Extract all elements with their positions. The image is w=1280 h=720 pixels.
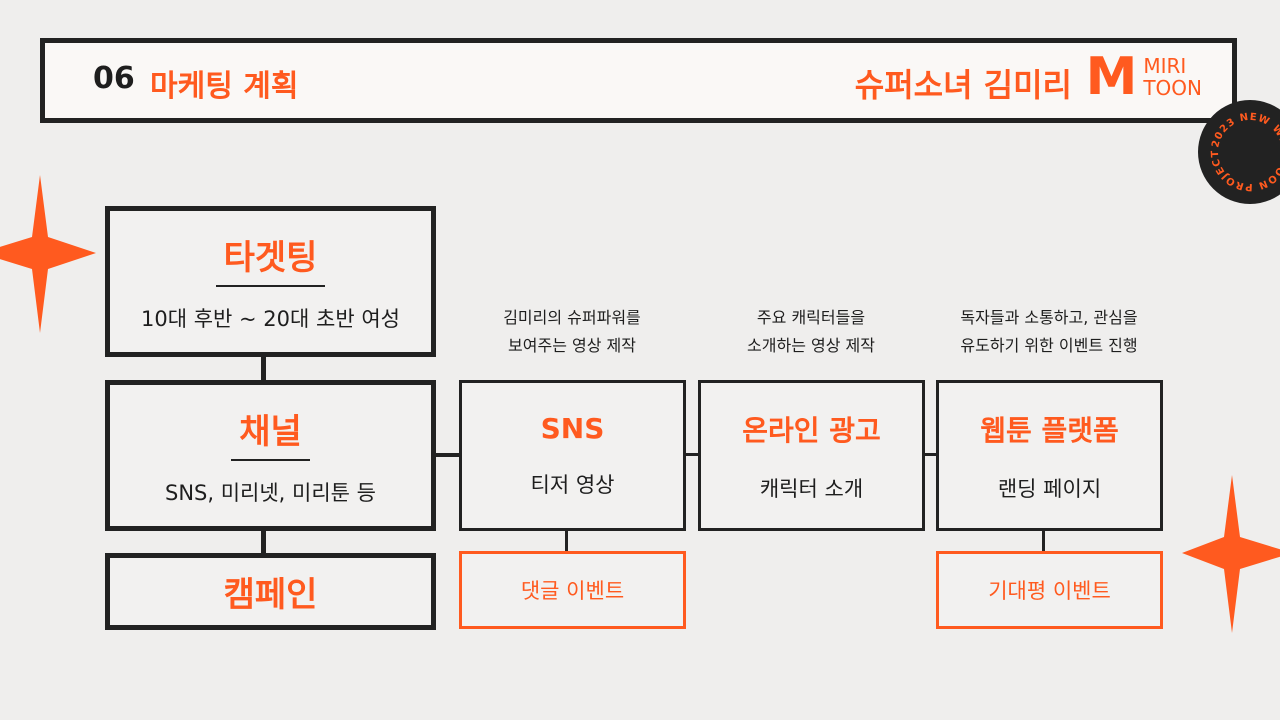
connector [435,453,460,457]
caption-line: 독자들과 소통하고, 관심을 [960,308,1138,327]
box-sub: SNS, 미리넷, 미리툰 등 [165,481,376,505]
connector [1042,530,1045,552]
online-ad-box: 온라인 광고 캐릭터 소개 [698,380,925,531]
targeting-box: 타겟팅 10대 후반 ~ 20대 초반 여성 [105,206,436,357]
connector [261,528,266,555]
logo-text: TOON [1143,76,1202,100]
box-title: 채널 [231,404,310,461]
box-title: 타겟팅 [215,230,326,287]
box-title: 온라인 광고 [742,413,881,447]
caption-line: 소개하는 영상 제작 [747,336,875,355]
star-icon [0,175,96,333]
campaign-box: 캠페인 [105,553,436,630]
box-title: 캠페인 [223,575,318,615]
connector [261,356,266,382]
caption-line: 주요 캐릭터들을 [756,308,866,327]
connector [684,453,699,456]
section-number: 06 [93,61,135,96]
review-event-box: 기대평 이벤트 [936,551,1163,629]
event-label: 댓글 이벤트 [520,579,625,603]
section-title: 마케팅 계획 [150,69,299,104]
box-sub: 캐릭터 소개 [759,476,864,501]
connector [922,453,937,456]
connector [565,530,568,552]
box-sub: 티저 영상 [530,473,615,497]
box-title: 웹툰 플랫폼 [980,413,1119,447]
box-sub: 랜딩 페이지 [997,476,1102,501]
sns-box: SNS 티저 영상 [459,380,686,531]
caption-line: 보여주는 영상 제작 [508,336,636,355]
star-icon [1182,475,1280,633]
box-title: SNS [540,412,605,445]
webtoon-platform-box: 웹툰 플랫폼 랜딩 페이지 [936,380,1163,531]
logo-text: MIRI [1143,54,1187,78]
brand-title: 슈퍼소녀 김미리 [854,66,1072,104]
project-badge: 2023 NEW WEB TOON PROJECT [1198,100,1280,204]
logo-mark: M [1085,47,1138,107]
event-label: 기대평 이벤트 [988,579,1111,603]
comment-event-box: 댓글 이벤트 [459,551,686,629]
box-sub: 10대 후반 ~ 20대 초반 여성 [141,307,400,331]
caption-line: 유도하기 위한 이벤트 진행 [960,336,1138,355]
caption-line: 김미리의 슈퍼파워를 [503,308,641,327]
channel-box: 채널 SNS, 미리넷, 미리툰 등 [105,380,436,531]
